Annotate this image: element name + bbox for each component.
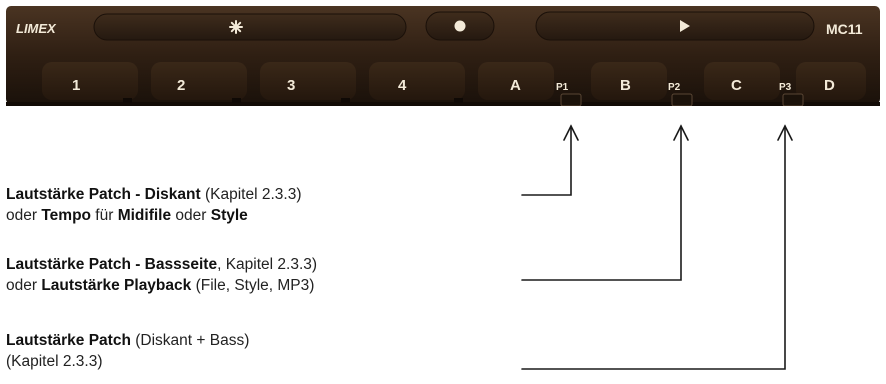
brand-logo: LIMEX: [16, 21, 57, 36]
knob-p2[interactable]: [671, 93, 693, 106]
text-tempo: Tempo: [41, 207, 91, 224]
text-oder: oder: [6, 207, 42, 224]
text-fuer: für: [91, 207, 118, 224]
button-row: [42, 62, 866, 100]
annotation-p2-bold: Lautstärke Patch - Bassseite: [6, 256, 218, 273]
asterisk-icon[interactable]: [229, 20, 243, 34]
button-a[interactable]: A: [510, 77, 521, 94]
annotation-p2-line2: oder Lautstärke Playback (File, Style, M…: [6, 276, 314, 295]
button-4[interactable]: 4: [398, 77, 407, 94]
button-b[interactable]: B: [620, 77, 631, 94]
text-oder-3: oder: [6, 277, 42, 294]
button-2[interactable]: 2: [177, 77, 185, 94]
connector-marks: [123, 98, 463, 103]
annotation-p3-rest: (Diskant + Bass): [130, 332, 250, 349]
annotation-p1-line1: Lautstärke Patch - Diskant (Kapitel 2.3.…: [6, 185, 302, 204]
button-1[interactable]: 1: [72, 77, 80, 94]
annotation-p3-line2: (Kapitel 2.3.3): [6, 352, 103, 371]
text-midifile: Midifile: [117, 207, 172, 224]
annotation-p3-line1: Lautstärke Patch (Diskant + Bass): [6, 331, 249, 350]
text-file-style-mp3: (File, Style, MP3): [191, 277, 315, 294]
callout-p1: [521, 124, 579, 196]
knob-label-p1: P1: [556, 82, 569, 93]
knob-p1[interactable]: [560, 93, 582, 106]
annotation-p2-line1: Lautstärke Patch - Bassseite, Kapitel 2.…: [6, 255, 317, 274]
annotation-p1-rest: (Kapitel 2.3.3): [200, 186, 302, 203]
button-c[interactable]: C: [731, 77, 742, 94]
text-lautstaerke-playback: Lautstärke Playback: [41, 277, 192, 294]
button-3[interactable]: 3: [287, 77, 295, 94]
annotation-p1-bold: Lautstärke Patch - Diskant: [6, 186, 201, 203]
record-dot-icon[interactable]: [454, 20, 466, 32]
text-oder-2: oder: [171, 207, 211, 224]
annotation-p3-bold: Lautstärke Patch: [6, 332, 131, 349]
text-style: Style: [210, 207, 248, 224]
text-kapitel: (Kapitel 2.3.3): [6, 353, 103, 370]
play-triangle-icon[interactable]: [680, 20, 690, 32]
annotation-p1-line2: oder Tempo für Midifile oder Style: [6, 206, 248, 225]
model-label: MC11: [826, 21, 863, 37]
knob-label-p3: P3: [779, 82, 792, 93]
callout-p2: [521, 124, 689, 281]
midi-controller-device: LIMEX MC11 1 2 3 4 A B C D P1 P2 P3: [6, 6, 880, 106]
knob-label-p2: P2: [668, 82, 681, 93]
callout-p3: [521, 124, 793, 370]
knob-p3[interactable]: [782, 93, 804, 106]
button-d[interactable]: D: [824, 77, 835, 94]
annotation-p2-rest: , Kapitel 2.3.3): [217, 256, 318, 273]
